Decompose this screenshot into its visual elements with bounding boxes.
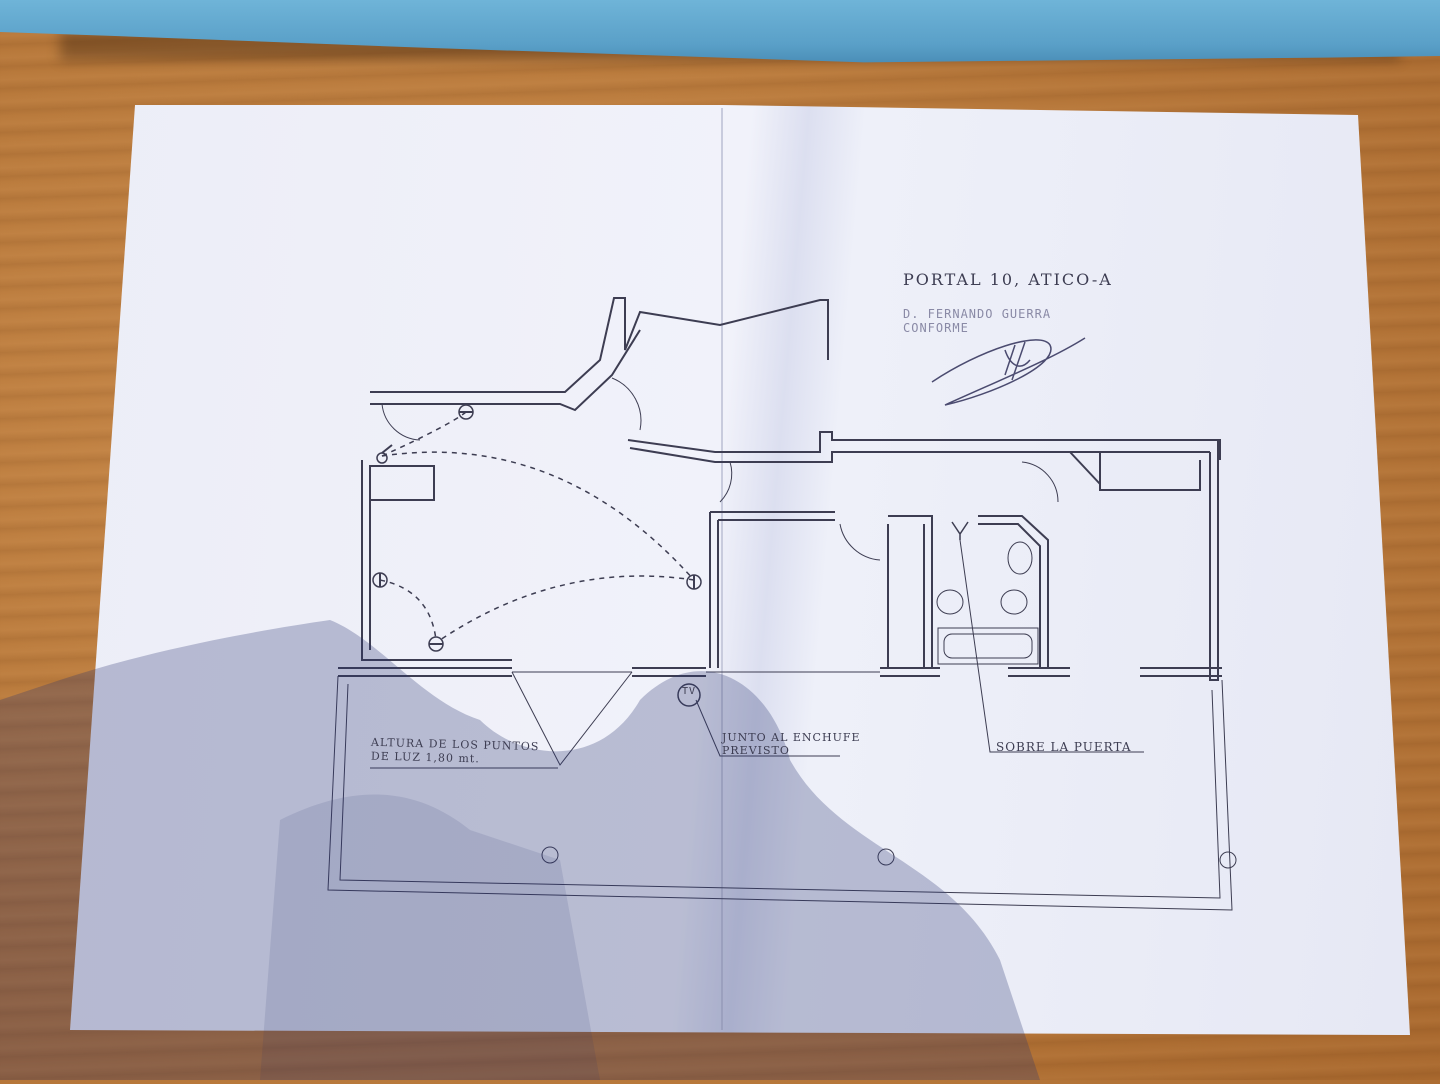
floor-plan-sheet	[70, 105, 1410, 1035]
wall-light-icon	[458, 404, 474, 420]
circuit-line	[381, 451, 695, 581]
toilet	[936, 589, 964, 615]
socket-note-line2: PREVISTO	[722, 744, 790, 757]
closet	[369, 465, 435, 501]
above-door-note: SOBRE LA PUERTA	[996, 740, 1132, 754]
owner-name: D. FERNANDO GUERRA	[903, 307, 1052, 321]
sink	[1007, 541, 1033, 575]
plan-title: PORTAL 10, ATICO-A	[903, 270, 1113, 289]
tv-outlet-icon	[677, 683, 701, 707]
tv-label: TV	[682, 686, 697, 697]
signature-icon	[931, 337, 1086, 406]
terrace	[327, 675, 1233, 911]
wall-light-icon	[372, 572, 388, 588]
left-wall	[361, 460, 512, 661]
switch-icon	[376, 444, 393, 464]
ceiling-light-icon	[428, 636, 444, 652]
room-walls	[709, 511, 835, 668]
agreement-text: CONFORME	[903, 321, 969, 335]
bath-light-icon	[951, 521, 969, 540]
bathtub	[937, 627, 1039, 665]
socket-note-line1: JUNTO AL ENCHUFE	[722, 731, 861, 744]
wall-light-icon	[686, 574, 702, 590]
upper-walls	[370, 297, 829, 393]
